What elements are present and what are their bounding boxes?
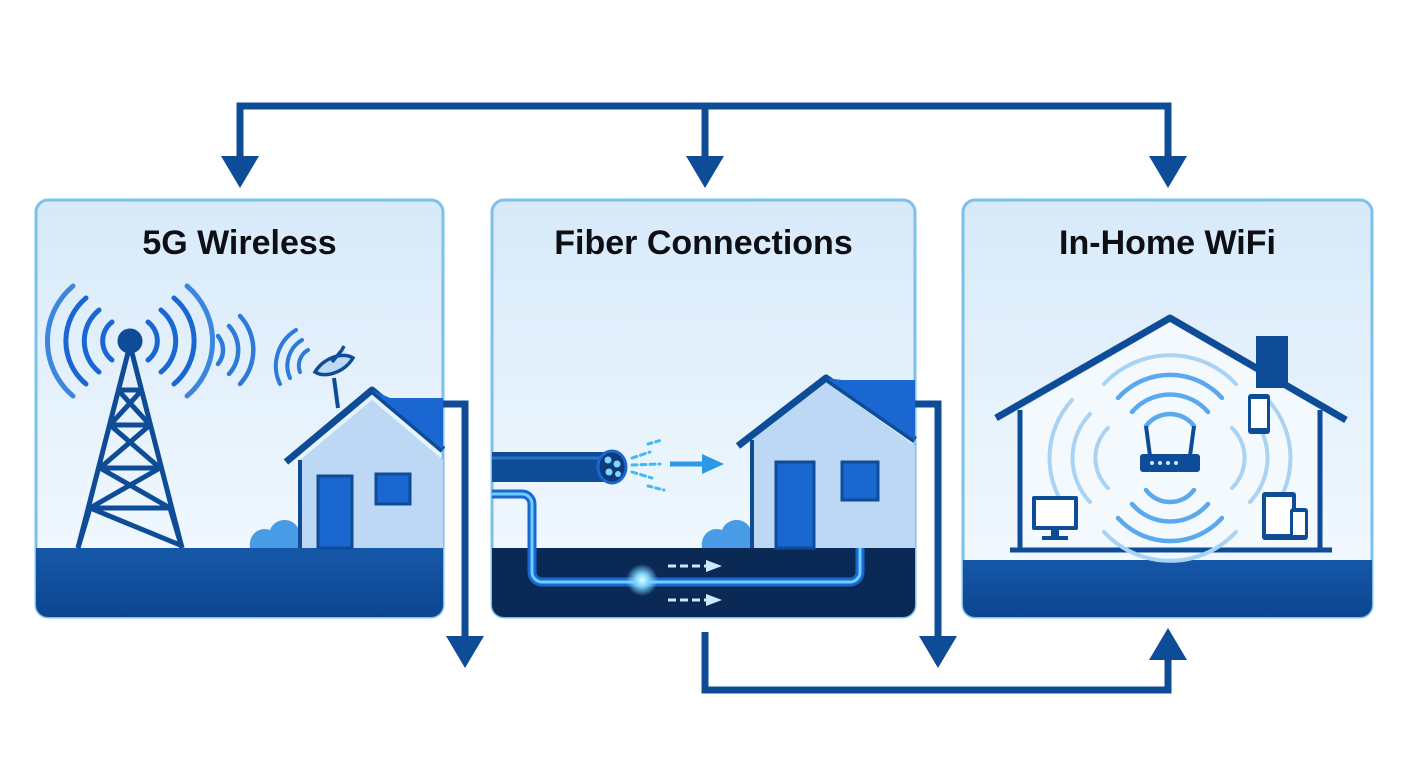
arrow-right-icon [670,454,724,474]
panel-5g-wireless [34,198,443,619]
arrow-down-icon [1149,156,1187,188]
bottom-connector [701,628,1187,694]
light-pulse-icon [626,564,658,596]
arrow-down-icon [221,156,259,188]
monitor-icon [1032,496,1078,540]
top-arrowheads [221,156,1187,188]
wireless-exit-connector [443,400,484,668]
panel-title-fiber-connections: Fiber Connections [554,224,853,262]
tablet-icon [1262,492,1296,540]
wireless-waves-icon [44,283,216,399]
arrow-down-icon [686,156,724,188]
house-icon [735,374,918,550]
bush-icon [701,519,766,548]
light-rays-icon [630,438,666,492]
arrow-down-icon [446,636,484,668]
bush-icon [249,519,314,548]
arrow-up-icon [1149,628,1187,660]
smartphone-icon [1248,394,1270,434]
underground-fiber-icon [492,489,865,587]
top-connector [236,102,1172,160]
panel-fiber-connections [490,198,918,619]
fiber-cable-icon [492,449,628,485]
data-flow-arrows-icon [668,560,722,606]
satellite-dish-icon [312,345,356,409]
dish-waves-icon [273,328,310,386]
cell-tower-icon [75,328,185,549]
smartphone-icon [1290,508,1308,540]
fiber-exit-connector [915,400,957,668]
panel-in-home-wifi [961,198,1374,619]
signal-waves-icon [215,313,256,387]
house-icon [283,386,443,548]
arrow-down-icon [919,636,957,668]
panel-title-5g-wireless: 5G Wireless [142,224,337,262]
router-icon [1140,425,1200,472]
house-icon [994,314,1348,553]
panel-title-in-home-wifi: In-Home WiFi [1059,224,1276,262]
